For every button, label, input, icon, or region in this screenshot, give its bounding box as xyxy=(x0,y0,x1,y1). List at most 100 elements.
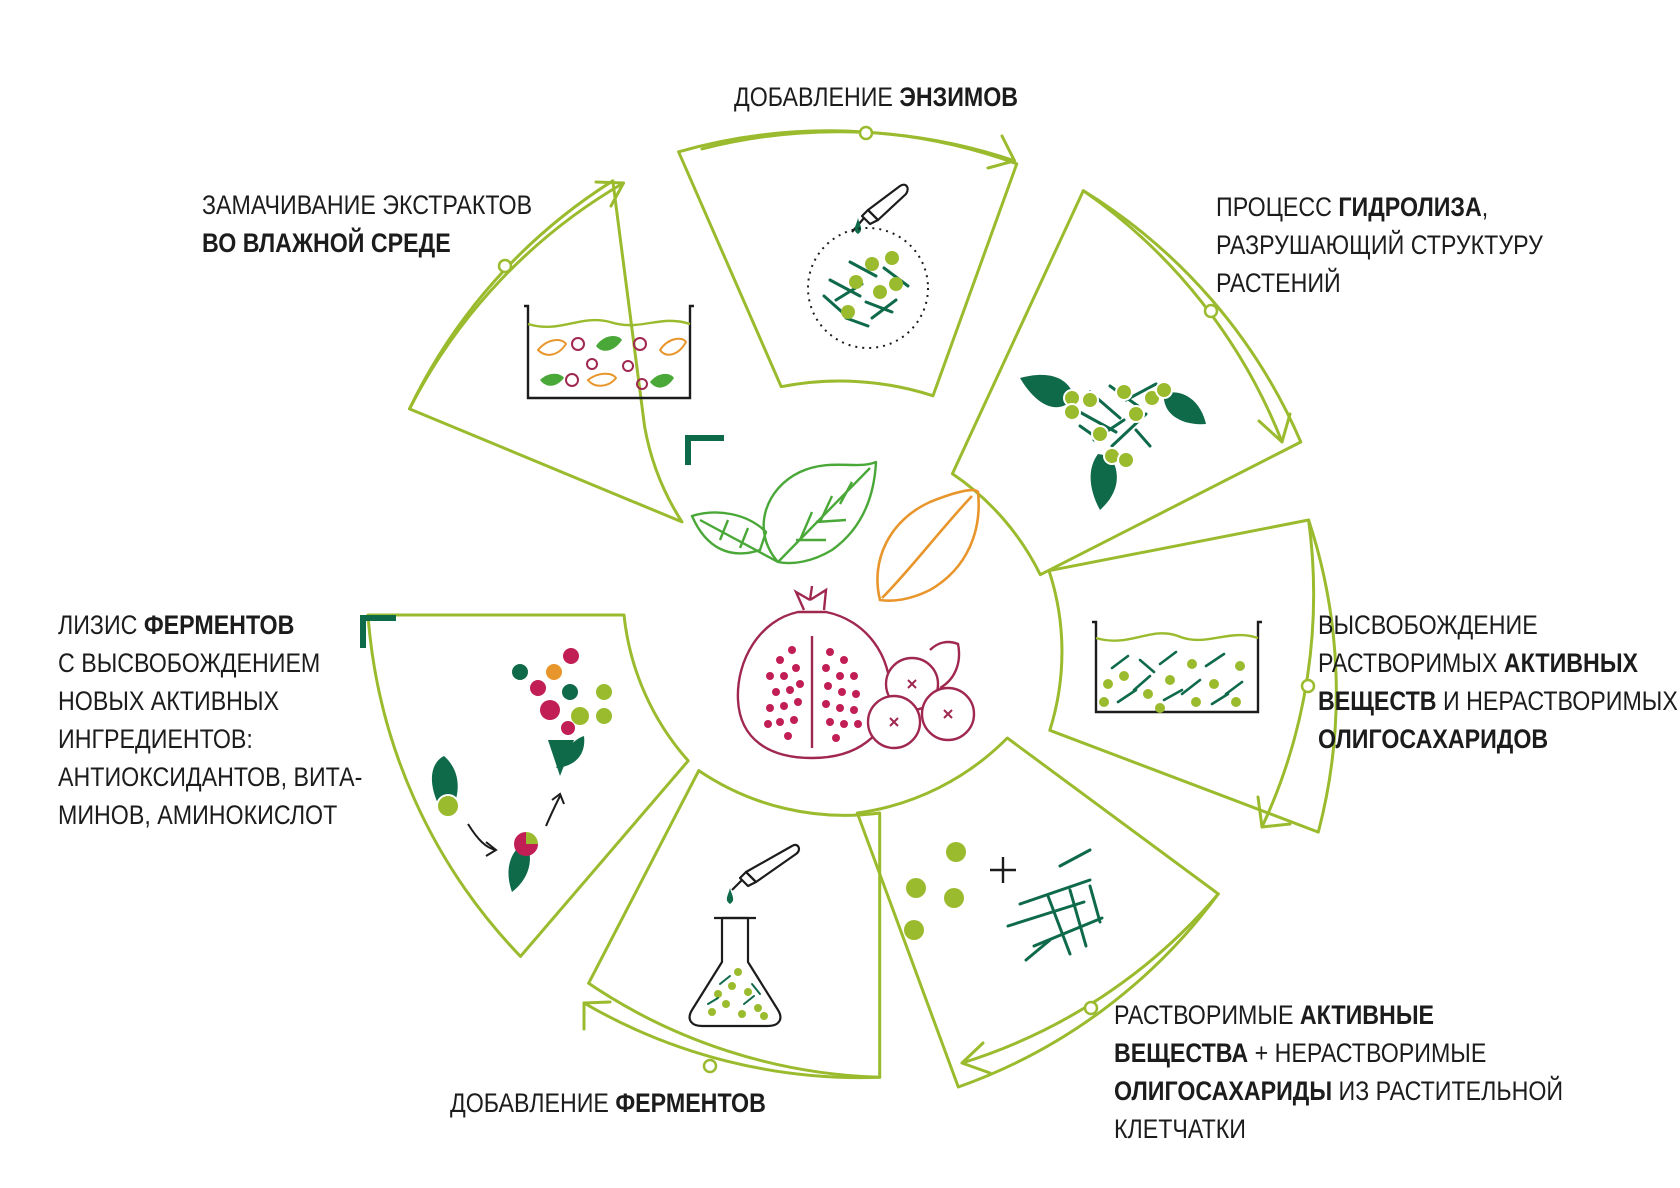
sector-lysis xyxy=(366,613,690,958)
label-bold-run: ГИДРОЛИЗА xyxy=(1338,192,1482,222)
label-run: ДОБАВЛЕНИЕ xyxy=(734,82,900,112)
label-run: И НЕРАСТВОРИМЫХ xyxy=(1436,686,1678,716)
hydrolysis-leaves-icon xyxy=(1020,374,1206,510)
label-bold-run: ОЛИГОСАХАРИДЫ xyxy=(1114,1076,1333,1106)
node-soluble xyxy=(1083,1000,1099,1016)
label-line: ЗАМАЧИВАНИЕ ЭКСТРАКТОВ xyxy=(202,186,532,224)
node-hydrolysis xyxy=(1203,303,1219,319)
dropper-fiber-icon xyxy=(807,183,929,349)
arrowhead-soluble xyxy=(960,1041,992,1075)
label-bold-run: ФЕРМЕНТОВ xyxy=(143,610,295,640)
label-line: МИНОВ, АМИНОКИСЛОТ xyxy=(58,796,362,834)
label-bold-run: АКТИВНЫЕ xyxy=(1299,1000,1435,1030)
arrow-hydrolysis xyxy=(1081,189,1284,444)
label-run: ВЫСВОБОЖДЕНИЕ xyxy=(1318,610,1538,640)
node-ferments xyxy=(702,1058,718,1074)
label-hydrolysis: ПРОЦЕСС ГИДРОЛИЗА, РАЗРУШАЮЩИЙ СТРУКТУРУ Р… xyxy=(1216,188,1543,302)
label-line: КЛЕТЧАТКИ xyxy=(1114,1110,1563,1148)
label-run: ИНГРЕДИЕНТОВ: xyxy=(58,724,253,754)
label-line: РАЗРУШАЮЩИЙ СТРУКТУРУ xyxy=(1216,226,1543,264)
label-line: ОЛИГОСАХАРИДОВ xyxy=(1318,720,1678,758)
label-run: ДОБАВЛЕНИЕ xyxy=(450,1088,616,1118)
arrowhead-release xyxy=(1256,795,1292,829)
label-line: ОЛИГОСАХАРИДЫ ИЗ РАСТИТЕЛЬНОЙ xyxy=(1114,1072,1563,1110)
arrowhead-soaking xyxy=(594,180,625,208)
orange-leaf-icon xyxy=(876,488,980,602)
dots-plus-fibers-icon xyxy=(904,842,1104,962)
label-line: ВЕЩЕСТВА + НЕРАСТВОРИМЫЕ xyxy=(1114,1034,1563,1072)
label-run: АНТИОКСИДАНТОВ, ВИТА- xyxy=(58,762,363,792)
arrow-ferments xyxy=(582,1001,882,1080)
cycle-sectors xyxy=(366,129,1338,1089)
label-run: РАЗРУШАЮЩИЙ СТРУКТУРУ xyxy=(1216,230,1543,260)
label-line: ВЫСВОБОЖДЕНИЕ xyxy=(1318,606,1678,644)
mint-leaf-icon xyxy=(690,460,878,565)
label-bold-run: ФЕРМЕНТОВ xyxy=(615,1088,766,1118)
sector-soaking xyxy=(408,179,684,524)
soaking-container-icon xyxy=(524,304,694,400)
sector-enzymes xyxy=(677,129,1019,398)
bracket-left xyxy=(360,615,396,648)
dropper-flask-icon xyxy=(688,843,801,1028)
center-illustration xyxy=(690,460,980,760)
label-line: НОВЫХ АКТИВНЫХ xyxy=(58,682,362,720)
label-run: С ВЫСВОБОЖДЕНИЕМ xyxy=(58,648,321,678)
arrow-soaking xyxy=(408,181,625,411)
label-run: ЛИЗИС xyxy=(58,610,144,640)
sector-release xyxy=(1047,518,1338,834)
label-run: ЗАМАЧИВАНИЕ ЭКСТРАКТОВ xyxy=(202,190,533,220)
label-bold-run: ОЛИГОСАХАРИДОВ xyxy=(1318,724,1549,754)
arrowhead-hydrolysis xyxy=(1257,412,1292,444)
label-bold-run: АКТИВНЫХ xyxy=(1503,648,1639,678)
label-enzymes: ДОБАВЛЕНИЕ ЭНЗИМОВ xyxy=(734,78,1018,116)
label-line: ИНГРЕДИЕНТОВ: xyxy=(58,720,362,758)
berries-icon xyxy=(866,640,976,750)
pomegranate-icon xyxy=(736,585,892,760)
label-run: РАСТЕНИЙ xyxy=(1216,268,1341,298)
label-bold-run: ВЕЩЕСТВА xyxy=(1114,1038,1249,1068)
label-run: ИЗ РАСТИТЕЛЬНОЙ xyxy=(1332,1076,1564,1106)
label-line: ВО ВЛАЖНОЙ СРЕДЕ xyxy=(202,224,532,262)
lysis-cycle-icon xyxy=(431,648,612,892)
label-ferments: ДОБАВЛЕНИЕ ФЕРМЕНТОВ xyxy=(450,1084,766,1122)
label-bold-run: ВЕЩЕСТВ xyxy=(1318,686,1437,716)
arrow-nodes xyxy=(497,125,1316,1074)
label-run: РАСТВОРИМЫХ xyxy=(1318,648,1504,678)
release-container-icon xyxy=(1092,620,1262,714)
label-line: ВЕЩЕСТВ И НЕРАСТВОРИМЫХ xyxy=(1318,682,1678,720)
label-line: ЛИЗИС ФЕРМЕНТОВ xyxy=(58,606,362,644)
label-line: РАСТВОРИМЫХ АКТИВНЫХ xyxy=(1318,644,1678,682)
label-line: С ВЫСВОБОЖДЕНИЕМ xyxy=(58,644,362,682)
node-enzymes xyxy=(858,125,874,141)
label-run: МИНОВ, АМИНОКИСЛОТ xyxy=(58,800,338,830)
arrowhead-enzymes xyxy=(986,134,1016,170)
label-line: ПРОЦЕСС ГИДРОЛИЗА, xyxy=(1216,188,1543,226)
label-line: РАСТЕНИЙ xyxy=(1216,264,1543,302)
label-run: + НЕРАСТВОРИМЫЕ xyxy=(1248,1038,1487,1068)
label-line: РАСТВОРИМЫЕ АКТИВНЫЕ xyxy=(1114,996,1563,1034)
label-line: ДОБАВЛЕНИЕ ФЕРМЕНТОВ xyxy=(450,1084,766,1122)
label-run: ПРОЦЕСС xyxy=(1216,192,1339,222)
node-release xyxy=(1300,678,1316,694)
arrow-soluble xyxy=(960,892,1220,1065)
bracket-top xyxy=(685,435,724,465)
sector-soluble xyxy=(855,736,1220,1089)
arrowhead-ferments xyxy=(582,1000,612,1031)
cycle-arrows xyxy=(408,130,1316,1080)
label-line: ДОБАВЛЕНИЕ ЭНЗИМОВ xyxy=(734,78,1018,116)
label-bold-run: ЭНЗИМОВ xyxy=(899,82,1019,112)
corner-brackets xyxy=(360,435,724,648)
label-bold-run: ВО ВЛАЖНОЙ СРЕДЕ xyxy=(202,228,451,258)
label-run: , xyxy=(1481,192,1489,222)
label-lysis: ЛИЗИС ФЕРМЕНТОВ С ВЫСВОБОЖДЕНИЕМ НОВЫХ АКТ… xyxy=(58,606,362,834)
node-soaking xyxy=(497,258,513,274)
label-line: АНТИОКСИДАНТОВ, ВИТА- xyxy=(58,758,362,796)
label-run: КЛЕТЧАТКИ xyxy=(1114,1114,1246,1144)
label-run: НОВЫХ АКТИВНЫХ xyxy=(58,686,280,716)
label-run: РАСТВОРИМЫЕ xyxy=(1114,1000,1300,1030)
arrow-release xyxy=(1260,518,1316,829)
sector-ferments xyxy=(587,769,882,1079)
